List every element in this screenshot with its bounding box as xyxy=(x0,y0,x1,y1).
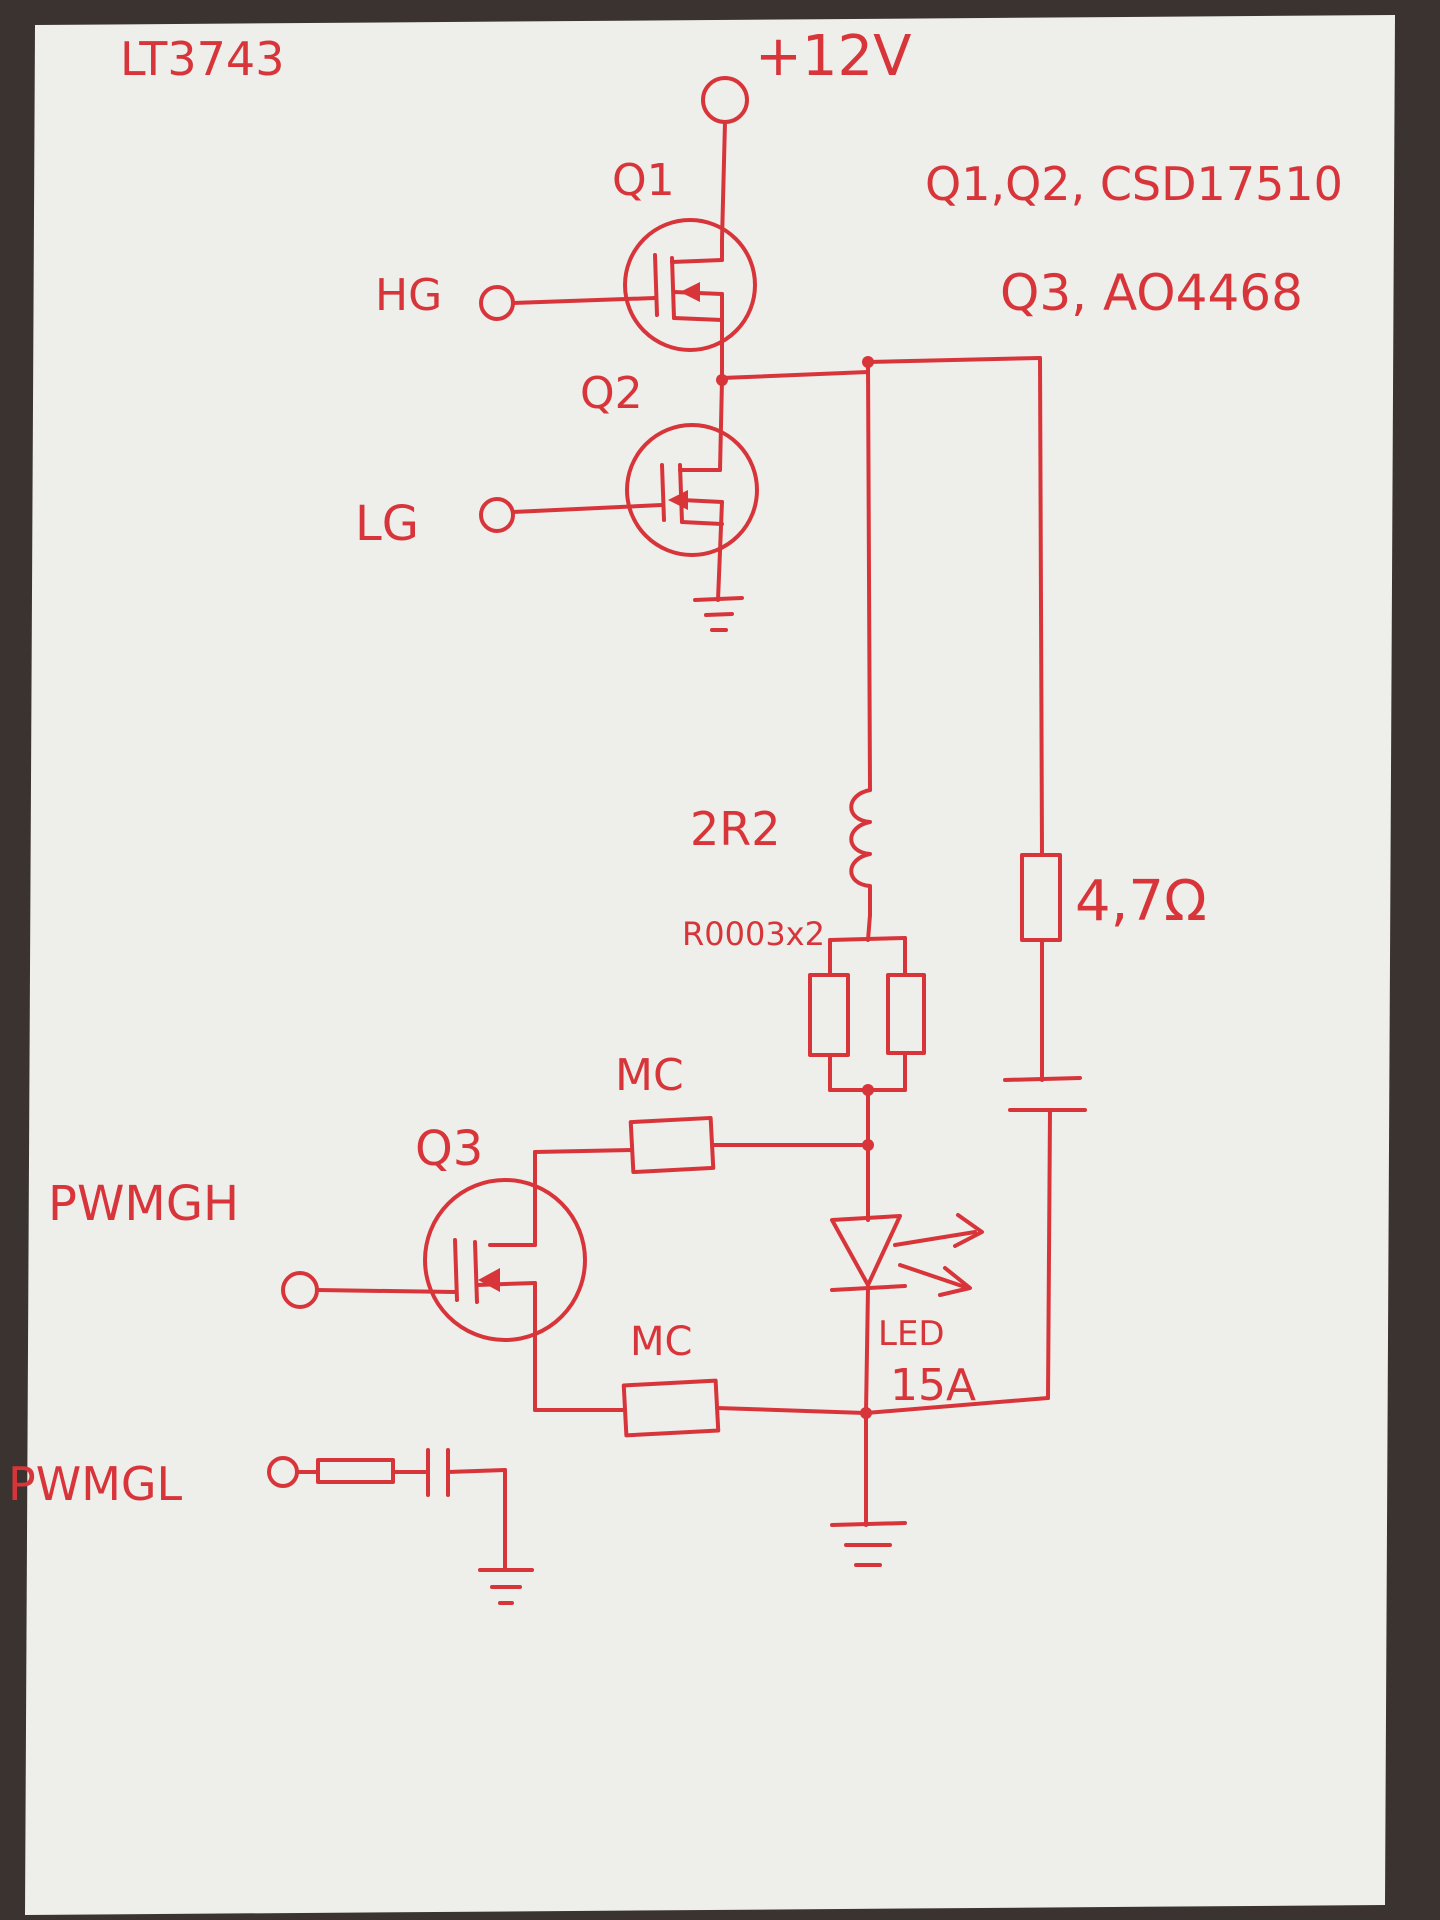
pwmgh-terminal xyxy=(281,1271,457,1309)
parts-q3-label: Q3, AO4468 xyxy=(1000,264,1303,322)
controller-label: LT3743 xyxy=(120,32,284,86)
supply-terminal xyxy=(701,76,749,242)
lg-label: LG xyxy=(355,496,419,552)
mc-bottom-label: MC xyxy=(630,1319,692,1365)
q3-mosfet xyxy=(423,1178,587,1412)
sense-resistors xyxy=(808,913,926,1151)
led-15a xyxy=(830,1143,984,1415)
led-current-label: 15A xyxy=(890,1360,976,1411)
resistor-4-7-ohm xyxy=(1020,853,1062,1082)
ground-symbol-q2 xyxy=(693,596,744,632)
hg-label: HG xyxy=(375,270,442,321)
pwmgl-network xyxy=(267,1448,534,1605)
lg-terminal xyxy=(479,497,664,533)
inductor-2r2 xyxy=(849,788,872,917)
led-label: LED xyxy=(878,1314,945,1354)
parts-q1q2-label: Q1,Q2, CSD17510 xyxy=(925,157,1343,211)
sense-resistor-label: R0003x2 xyxy=(682,915,825,953)
ground-node xyxy=(830,1396,1050,1567)
q2-label: Q2 xyxy=(580,368,643,419)
mc-resistor-top xyxy=(533,1115,870,1247)
q2-mosfet xyxy=(625,378,759,602)
hg-terminal xyxy=(479,285,657,321)
q1-label: Q1 xyxy=(612,155,675,206)
q1-mosfet xyxy=(623,218,757,377)
paper xyxy=(25,15,1395,1915)
mc-resistor-bottom xyxy=(533,1378,867,1438)
switch-node-wiring xyxy=(716,356,1044,857)
pwmgh-label: PWMGH xyxy=(48,1176,239,1232)
q3-label: Q3 xyxy=(415,1121,483,1177)
pwmgl-label: PWMGL xyxy=(8,1457,183,1511)
supply-label: +12V xyxy=(755,24,912,89)
capacitor xyxy=(1003,1076,1087,1400)
resistor-47-label: 4,7Ω xyxy=(1075,869,1207,934)
mc-top-label: MC xyxy=(615,1050,684,1101)
inductor-label: 2R2 xyxy=(690,802,781,856)
